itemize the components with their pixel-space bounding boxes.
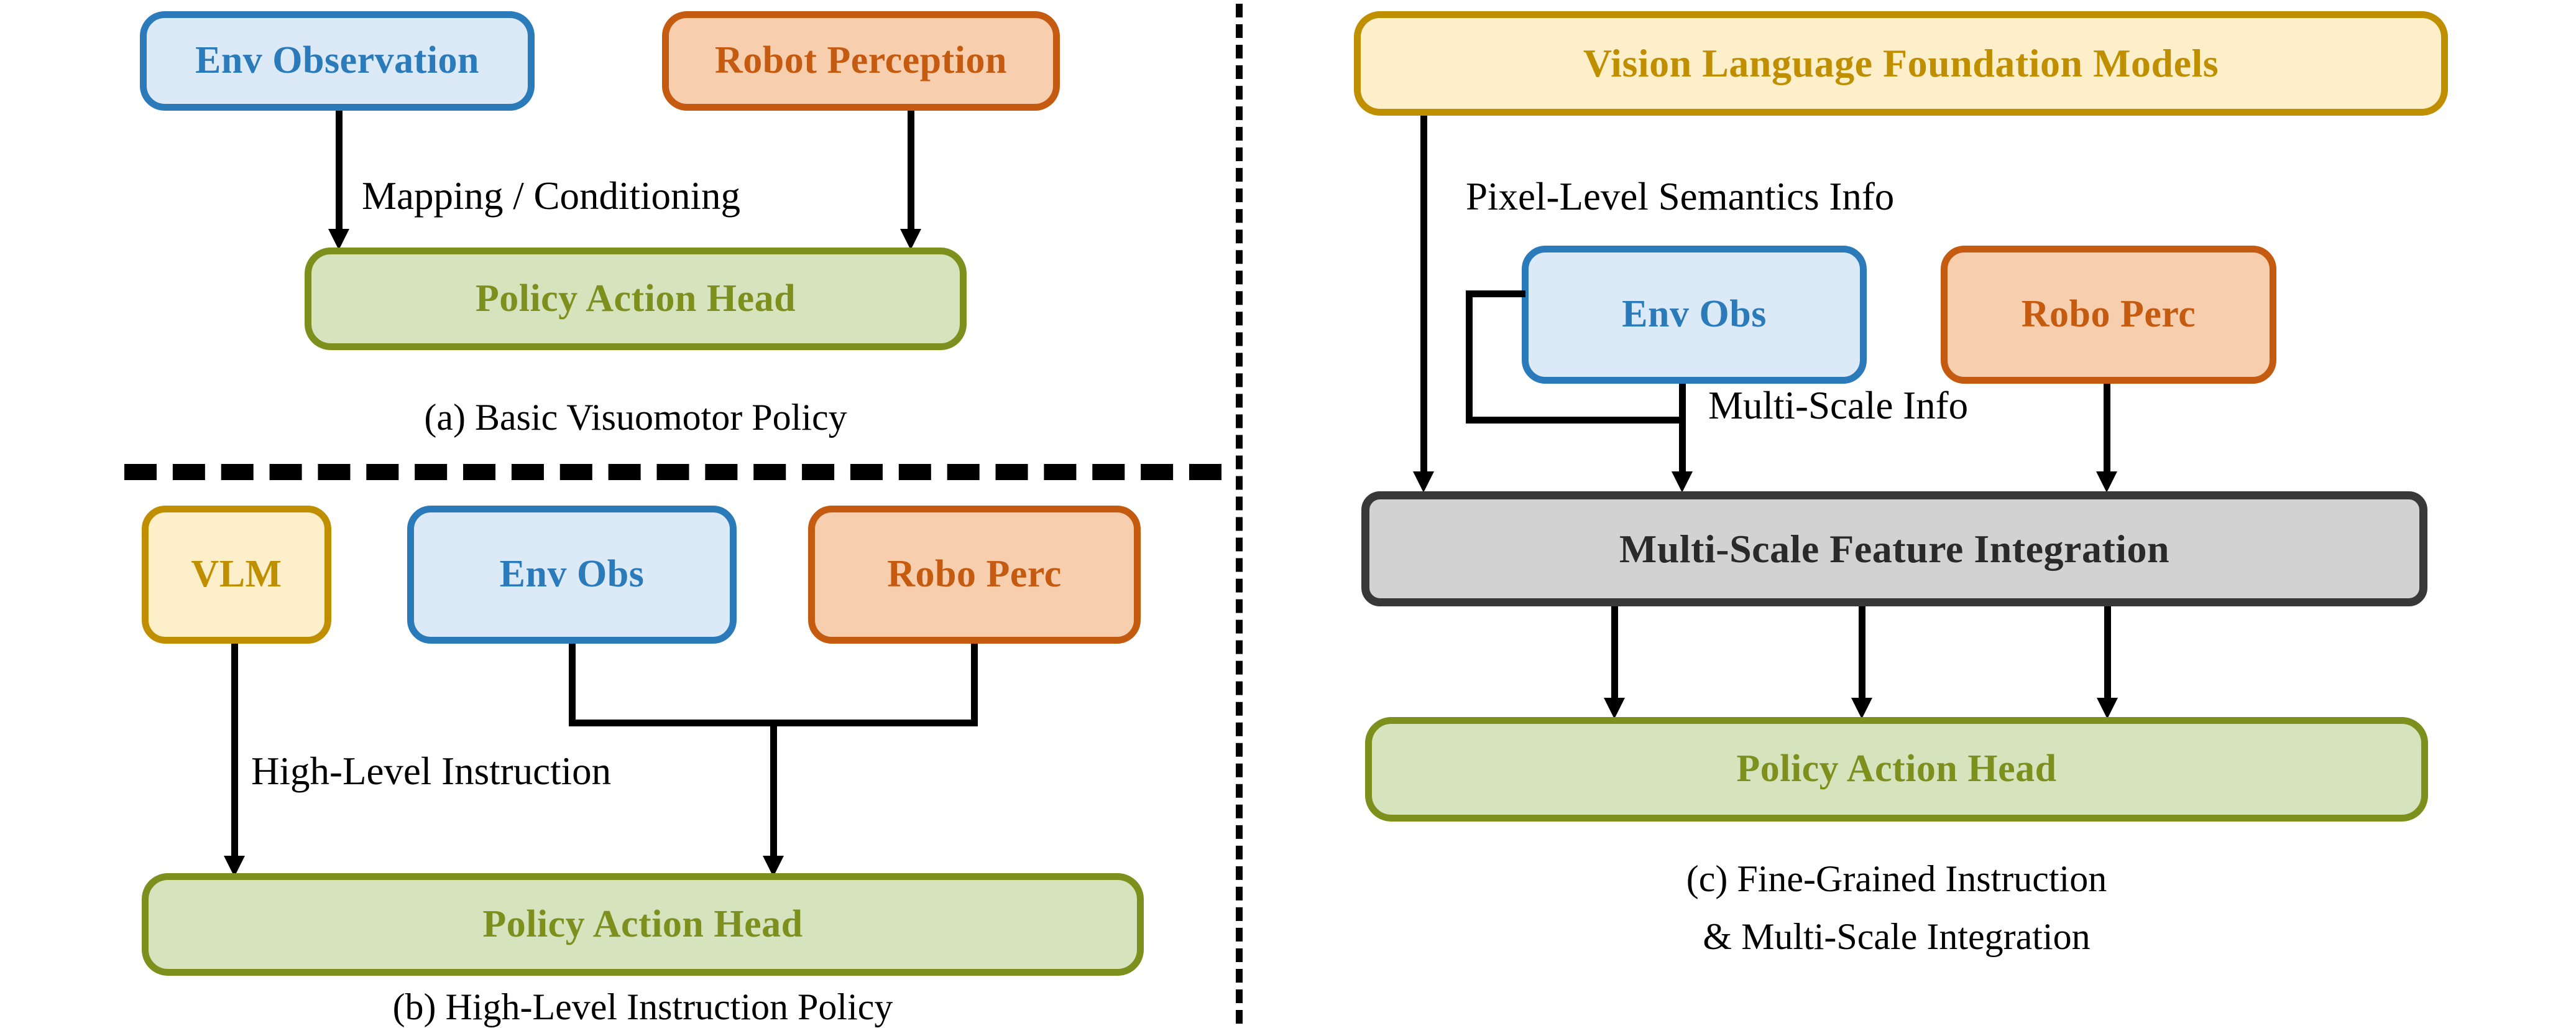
panel-c-policy-action-head-label: Policy Action Head (1736, 748, 2057, 790)
panel-b-node-vlm[interactable]: VLM (142, 506, 331, 644)
panel-c-edge-env-obs-bracket-left (1466, 290, 1473, 424)
panel-a-caption: (a) Basic Visuomotor Policy (424, 397, 847, 438)
panel-a-node-policy-action-head[interactable]: Policy Action Head (305, 248, 967, 350)
panel-c-edge-msfi-to-policy-arrowhead-2 (1851, 698, 1872, 719)
panel-c-edge-env-obs-to-msfi-arrowhead (1672, 471, 1693, 493)
panel-b-env-obs-label: Env Obs (499, 553, 645, 596)
panel-c-edge-vlfm-to-msfi-arrowhead (1413, 471, 1434, 493)
panel-b-policy-action-head-label: Policy Action Head (482, 902, 803, 945)
panel-b-caption: (b) High-Level Instruction Policy (392, 986, 893, 1027)
dashed-divider-horizontal (124, 464, 1221, 480)
panel-c-node-env-obs[interactable]: Env Obs (1522, 246, 1867, 384)
panel-c-vlfm-label: Vision Language Foundation Models (1583, 41, 2219, 86)
panel-c-edge-vlfm-to-msfi-line (1420, 116, 1427, 476)
panel-c-edge-robo-perc-to-msfi-line (2104, 384, 2110, 476)
panel-c-edge-robo-perc-to-msfi-arrowhead (2096, 471, 2117, 493)
panel-a-edge-robot-to-policy-line (908, 111, 914, 233)
panel-a-edge-env-to-policy-arrowhead (328, 229, 349, 250)
panel-b-edge-robo-perc-dropline (971, 644, 978, 726)
panel-c-edge-env-obs-bracket-bottom (1466, 417, 1686, 424)
panel-c-edge-msfi-to-policy-line-2 (1859, 606, 1865, 702)
panel-b-edge-label-high-level-instruction: High-Level Instruction (251, 749, 612, 793)
panel-a-policy-action-head-label: Policy Action Head (475, 277, 796, 320)
dashed-divider-vertical (1236, 4, 1243, 1024)
panel-a-edge-label-mapping-conditioning: Mapping / Conditioning (362, 174, 741, 218)
panel-b-node-policy-action-head[interactable]: Policy Action Head (142, 873, 1144, 976)
panel-c-node-policy-action-head[interactable]: Policy Action Head (1365, 717, 2428, 822)
panel-c-caption-line1: (c) Fine-Grained Instruction (1686, 858, 2107, 899)
panel-c-node-vision-language-foundation-models[interactable]: Vision Language Foundation Models (1354, 11, 2448, 116)
panel-a-env-observation-label: Env Observation (195, 39, 480, 82)
panel-c-env-obs-label: Env Obs (1622, 293, 1767, 336)
panel-c-edge-env-obs-bracket-top (1466, 290, 1525, 297)
panel-b-vlm-label: VLM (191, 553, 282, 596)
panel-b-robo-perc-label: Robo Perc (887, 553, 1062, 596)
panel-c-caption-line2: & Multi-Scale Integration (1703, 916, 2091, 957)
panel-c-robo-perc-label: Robo Perc (2021, 293, 2196, 336)
panel-c-edge-label-pixel-level-semantics-info: Pixel-Level Semantics Info (1466, 175, 1895, 218)
panel-a-robot-perception-label: Robot Perception (714, 39, 1008, 82)
panel-a-edge-robot-to-policy-arrowhead (900, 229, 921, 250)
panel-c-edge-env-obs-to-msfi-line (1679, 384, 1686, 476)
panel-c-edge-msfi-to-policy-arrowhead-1 (1604, 698, 1625, 719)
panel-a-node-robot-perception[interactable]: Robot Perception (662, 11, 1060, 111)
panel-c-edge-msfi-to-policy-line-1 (1611, 606, 1618, 702)
panel-b-edge-env-obs-dropline (569, 644, 576, 726)
panel-c-edge-label-multi-scale-info: Multi-Scale Info (1708, 384, 1969, 427)
panel-b-node-env-obs[interactable]: Env Obs (407, 506, 737, 644)
panel-c-edge-msfi-to-policy-line-3 (2104, 606, 2111, 702)
panel-a-edge-env-to-policy-line (336, 111, 343, 233)
panel-c-edge-msfi-to-policy-arrowhead-3 (2097, 698, 2118, 719)
panel-c-msfi-label: Multi-Scale Feature Integration (1619, 526, 2170, 571)
panel-b-edge-merge-to-policy-line (770, 720, 777, 859)
panel-a-node-env-observation[interactable]: Env Observation (140, 11, 535, 111)
panel-c-node-robo-perc[interactable]: Robo Perc (1941, 246, 2276, 384)
panel-c-node-multi-scale-feature-integration[interactable]: Multi-Scale Feature Integration (1361, 491, 2427, 606)
panel-b-node-robo-perc[interactable]: Robo Perc (808, 506, 1141, 644)
panel-b-edge-vlm-to-policy-line (231, 644, 238, 859)
